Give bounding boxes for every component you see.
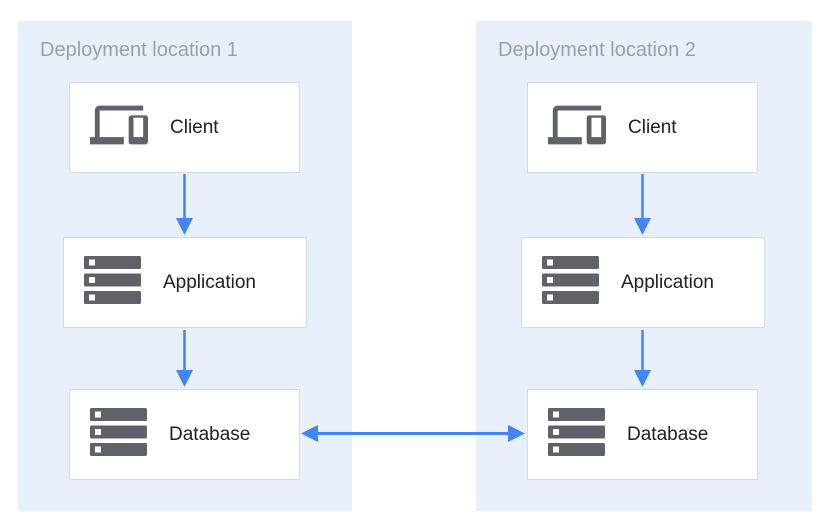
zone-2-title: Deployment location 2 — [498, 39, 696, 61]
node-application-2: Application — [521, 237, 765, 328]
node-label: Client — [170, 116, 219, 138]
zone-1-title: Deployment location 1 — [40, 39, 238, 61]
node-label: Database — [627, 423, 709, 445]
devices-icon — [90, 96, 148, 159]
server-stack-icon — [84, 256, 141, 309]
node-label: Client — [628, 116, 677, 138]
node-label: Application — [621, 271, 714, 293]
server-stack-icon — [90, 408, 147, 461]
node-application-1: Application — [63, 237, 307, 328]
devices-icon — [548, 96, 606, 159]
node-label: Database — [169, 423, 251, 445]
server-stack-icon — [548, 408, 605, 461]
node-label: Application — [163, 271, 256, 293]
node-database-1: Database — [69, 389, 300, 480]
server-stack-icon — [542, 256, 599, 309]
deployment-zone-1: Deployment location 1 Client — [18, 21, 352, 511]
node-client-1: Client — [69, 82, 300, 173]
node-database-2: Database — [527, 389, 758, 480]
node-client-2: Client — [527, 82, 758, 173]
deployment-zone-2: Deployment location 2 Client — [476, 21, 812, 511]
